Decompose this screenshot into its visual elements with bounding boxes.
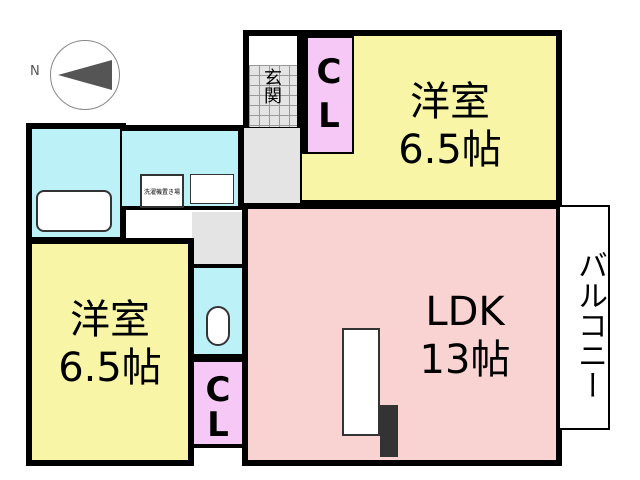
closet-bottom-c: C	[205, 370, 231, 410]
compass-north-label: N	[30, 64, 40, 79]
ldk	[242, 203, 562, 466]
western-room-top-name: 洋室	[410, 79, 490, 125]
western-room-left-size: 6.5帖	[58, 345, 162, 391]
wash-basin	[190, 174, 234, 204]
western-room-top-size: 6.5帖	[398, 127, 502, 173]
balcony-label: バルコニー	[572, 250, 607, 400]
closet-bottom-l: L	[207, 405, 229, 445]
ldk-size: 13帖	[419, 337, 511, 383]
toilet-bowl	[206, 306, 230, 346]
western-room-left-name: 洋室	[70, 297, 150, 343]
compass-arrow-icon	[58, 60, 112, 90]
compass	[50, 40, 120, 110]
closet-top-l: L	[318, 96, 340, 136]
kitchen-stove	[380, 405, 398, 457]
balcony	[558, 205, 610, 430]
entrance-label: 玄関	[261, 68, 282, 104]
entrance-tiles	[249, 65, 297, 127]
closet-top-c: C	[316, 52, 342, 92]
hallway-lower	[192, 212, 248, 264]
bathtub	[36, 190, 112, 232]
closet-top	[302, 36, 354, 154]
washer-space: 洗濯機置き場	[140, 174, 184, 208]
kitchen-counter	[342, 328, 380, 436]
ldk-name: LDK	[425, 289, 505, 335]
western-room-left	[26, 238, 194, 466]
closet-bottom	[190, 358, 246, 448]
